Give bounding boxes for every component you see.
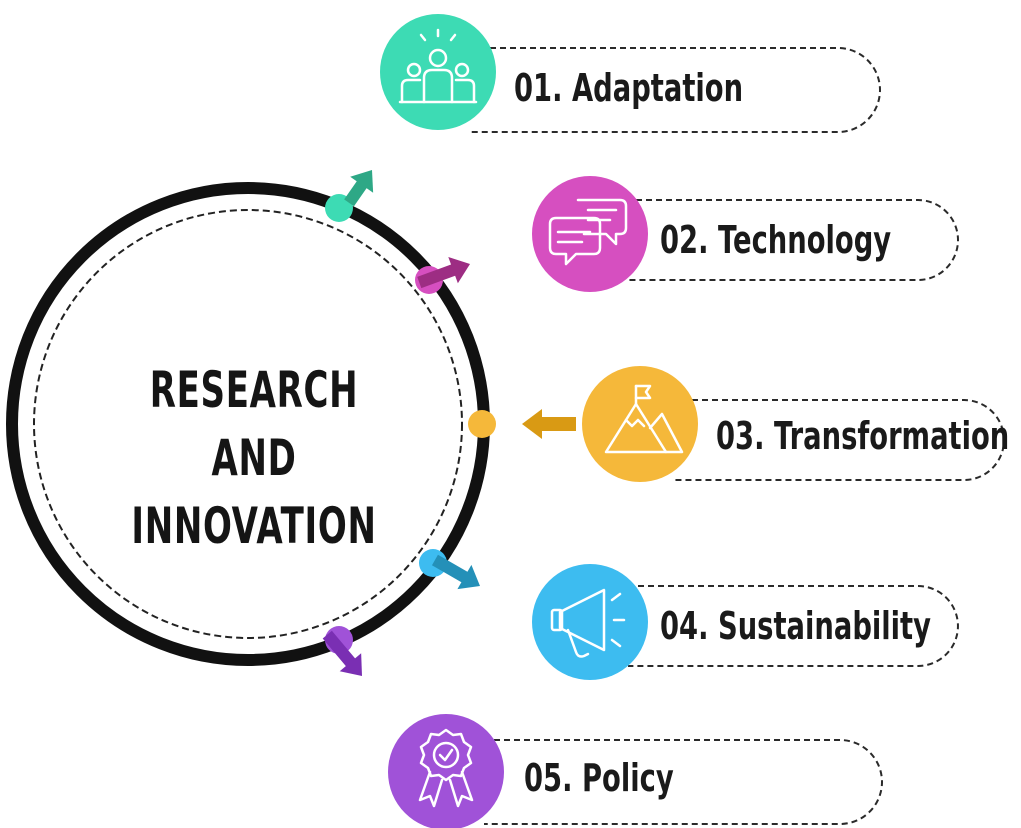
team-icon xyxy=(398,28,478,104)
pill-outline-technology xyxy=(626,199,959,281)
center-title: RESEARCH AND INNOVATION xyxy=(125,356,383,560)
label-sustainability: 04. Sustainability xyxy=(660,604,931,648)
pill-outline-sustainability xyxy=(628,585,959,667)
ring-dot-adaptation xyxy=(325,194,353,222)
pill-outlines xyxy=(470,47,1005,825)
award-badge-icon xyxy=(418,728,474,808)
inner-dashed-ring xyxy=(33,209,463,639)
icon-circle-policy xyxy=(388,714,504,828)
arrow-sustainability xyxy=(431,554,480,590)
ring-dot-transformation xyxy=(468,410,496,438)
pill-outline-transformation xyxy=(672,399,1005,481)
arrow-adaptation xyxy=(344,170,374,207)
center-title-line2: INNOVATION xyxy=(131,497,377,555)
center-title-line1: RESEARCH AND xyxy=(149,361,359,487)
arrow-technology xyxy=(417,257,470,289)
pill-outline-adaptation xyxy=(470,47,881,133)
arrow-transformation xyxy=(522,409,576,439)
label-technology: 02. Technology xyxy=(660,218,892,262)
icon-circle-sustainability xyxy=(532,564,648,680)
chat-bubbles-icon xyxy=(548,198,628,266)
megaphone-icon xyxy=(550,588,626,658)
arrow-policy xyxy=(322,630,362,676)
icon-circle-transformation xyxy=(582,366,698,482)
label-transformation: 03. Transformation xyxy=(716,414,1010,458)
label-adaptation: 01. Adaptation xyxy=(514,66,744,110)
label-policy: 05. Policy xyxy=(524,756,674,800)
pill-outline-policy xyxy=(484,739,883,825)
mountain-flag-icon xyxy=(604,384,684,454)
